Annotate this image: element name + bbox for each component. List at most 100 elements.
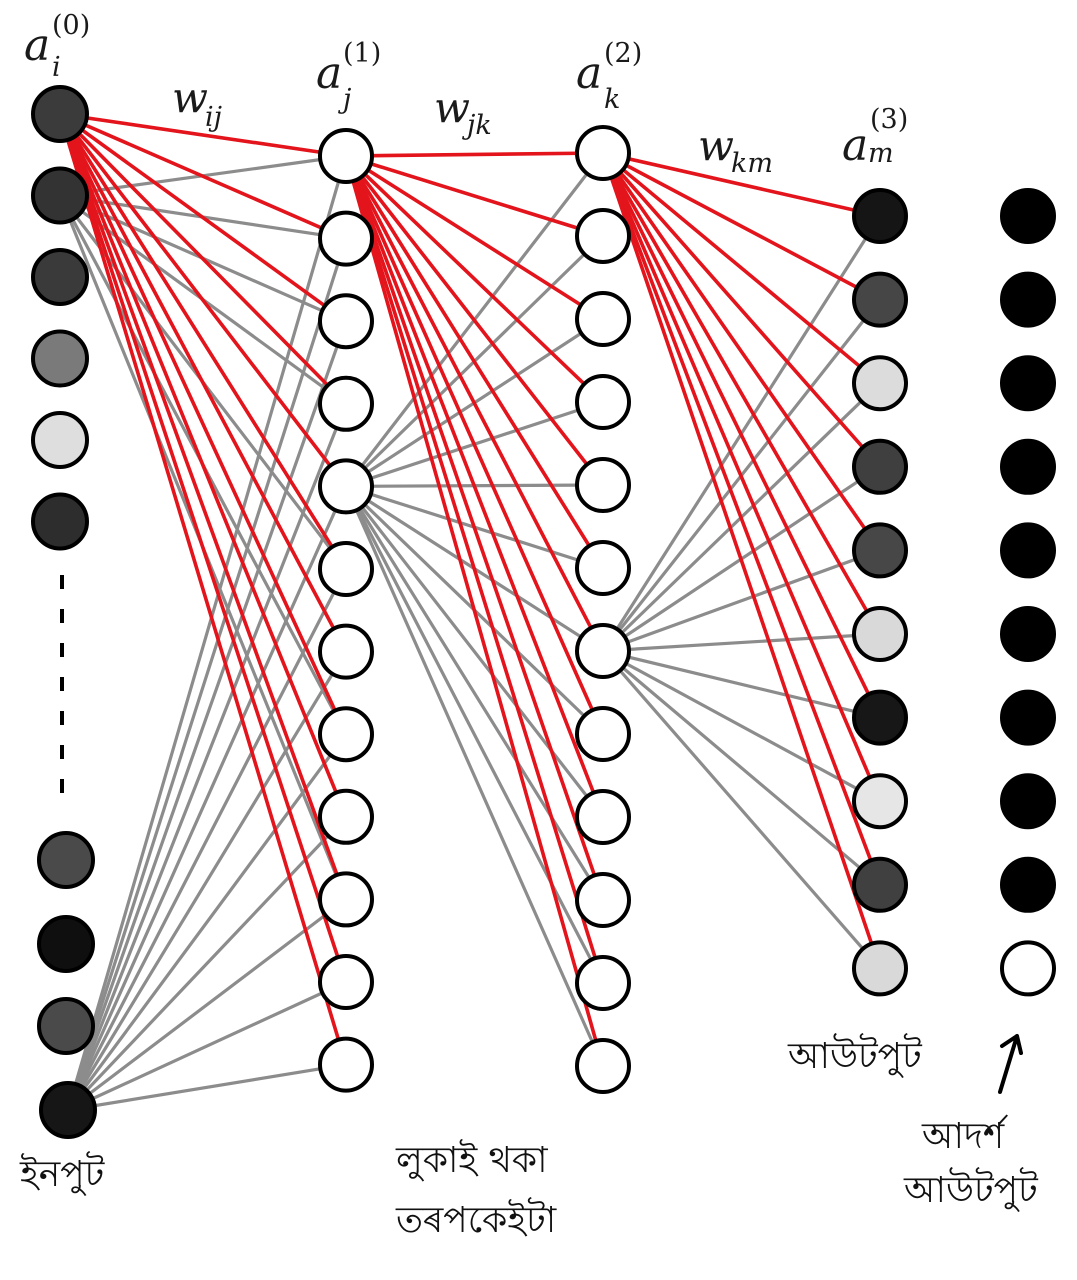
hidden2-neuron — [575, 623, 631, 679]
edge-red — [58, 112, 348, 902]
edge-gray — [66, 567, 348, 1112]
edge-gray — [66, 319, 348, 1112]
hidden2-neuron — [575, 540, 631, 596]
ideal-caption-line1: আদৰ্শ — [921, 1114, 1009, 1157]
hidden2-neuron — [575, 955, 631, 1011]
edge-red — [344, 154, 605, 736]
input-neuron — [31, 411, 89, 469]
wkm-sub: km — [731, 148, 773, 179]
hidden2-symbol-sup: (2) — [604, 38, 642, 69]
ideal-output-neuron — [1000, 940, 1056, 997]
hidden1-symbol-sup: (1) — [343, 38, 381, 69]
edge-red — [58, 112, 348, 737]
hidden1-neuron — [318, 706, 374, 763]
input-neuron — [31, 85, 89, 143]
edge-red — [601, 151, 882, 720]
weight-symbol-wjk: w jk — [434, 83, 492, 141]
hidden2-neuron — [575, 291, 631, 347]
gray-connections — [58, 151, 882, 1112]
edge-gray — [344, 484, 605, 819]
input-symbol-sup: (0) — [52, 10, 90, 41]
input-neuron — [37, 915, 95, 973]
edge-red — [344, 154, 605, 321]
hidden2-symbol-base: a — [576, 48, 602, 99]
hidden2-neuron — [575, 1038, 631, 1094]
edge-red — [344, 154, 605, 238]
hidden1-neuron — [318, 788, 374, 845]
edge-red — [58, 112, 348, 406]
input-layer-symbol: a (0) i — [24, 10, 90, 83]
edge-red — [601, 151, 882, 218]
edge-gray — [344, 484, 605, 985]
edge-gray — [66, 237, 348, 1112]
hidden2-symbol-sub: k — [604, 84, 620, 115]
hidden2-neuron — [575, 457, 631, 513]
hidden1-neuron — [318, 1036, 374, 1093]
edge-gray — [66, 154, 348, 1112]
edge-red — [58, 112, 348, 654]
input-neuron — [31, 492, 89, 551]
edge-red — [601, 151, 882, 469]
hidden1-layer-symbol: a (1) j — [316, 38, 381, 115]
input-neuron — [31, 329, 89, 388]
ideal-output-neuron — [1000, 773, 1056, 830]
edge-gray — [601, 548, 882, 653]
output-neuron — [852, 522, 908, 579]
ideal-output-neuron — [1000, 188, 1056, 244]
edge-gray — [66, 649, 348, 1112]
output-layer-symbol: a (3) m — [842, 104, 908, 171]
input-neuron — [31, 166, 89, 225]
hidden2-neuron — [575, 374, 631, 430]
edge-gray — [66, 484, 348, 1112]
wij-base: w — [172, 73, 208, 122]
input-symbol-base: a — [24, 20, 50, 71]
edge-red — [58, 112, 348, 571]
edge-red — [58, 112, 348, 324]
input-neuron — [31, 248, 89, 306]
hidden1-symbol-base: a — [316, 48, 342, 99]
input-symbol-sub: i — [52, 52, 61, 83]
hidden2-neuron — [575, 872, 631, 928]
edge-red — [344, 154, 605, 985]
input-neuron — [39, 1081, 97, 1139]
edge-gray — [601, 632, 882, 653]
edge-red — [58, 112, 348, 241]
wij-sub: ij — [205, 102, 222, 133]
wkm-base: w — [698, 121, 734, 170]
edge-gray — [66, 897, 348, 1112]
edge-red — [344, 154, 605, 1068]
edge-red — [344, 154, 605, 404]
output-caption: আউটপুট — [787, 1033, 923, 1078]
edge-gray — [601, 649, 882, 803]
edge-red — [601, 151, 882, 887]
edge-gray — [601, 649, 882, 887]
ideal-output-neuron — [1000, 689, 1056, 746]
output-neuron — [852, 355, 908, 412]
input-neuron — [37, 831, 95, 889]
edge-red — [344, 154, 605, 902]
hidden2-neuron — [575, 706, 631, 762]
edge-red — [601, 151, 882, 553]
hidden2-neuron — [575, 789, 631, 845]
edge-red — [344, 151, 605, 158]
hidden1-neuron — [318, 623, 374, 680]
output-neuron — [852, 856, 908, 913]
output-neuron — [852, 271, 908, 328]
hidden-caption-line2: তৰপকেইটা — [395, 1197, 557, 1241]
edge-red — [58, 112, 348, 489]
edge-red — [58, 112, 348, 1067]
edge-gray — [601, 649, 882, 971]
input-caption: ইনপুট — [19, 1151, 106, 1196]
hidden1-neuron — [318, 210, 374, 267]
edge-red — [344, 154, 605, 653]
output-neuron — [852, 689, 908, 746]
edge-red — [58, 112, 348, 158]
edge-red — [344, 154, 605, 487]
weight-symbol-wij: w ij — [172, 73, 222, 133]
output-neuron — [852, 438, 908, 495]
output-symbol-sup: (3) — [870, 104, 908, 135]
edge-gray — [344, 484, 605, 1068]
ideal-output-arrow-icon — [998, 1034, 1023, 1094]
edge-red — [601, 151, 882, 804]
